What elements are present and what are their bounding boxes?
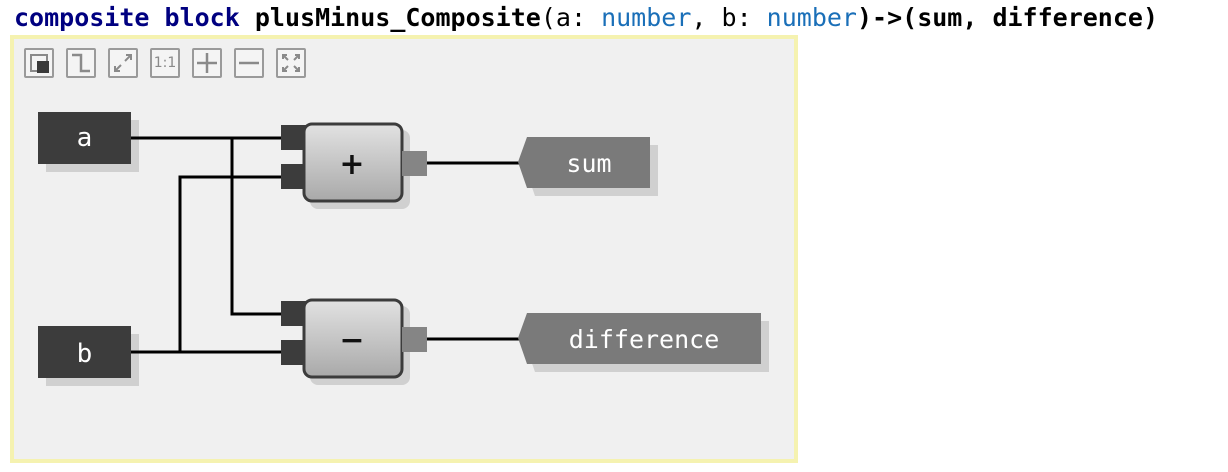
output-block-sum[interactable] <box>518 137 650 188</box>
diagram-frame <box>10 35 798 463</box>
keyword-composite: composite <box>14 3 150 32</box>
plus-input-port-1[interactable] <box>281 125 306 150</box>
input-block-a[interactable] <box>38 112 131 164</box>
wires <box>130 136 527 354</box>
input-b-label: b <box>77 339 93 369</box>
param-a-type: number <box>601 3 692 32</box>
param-separator: , <box>691 3 722 32</box>
zoom-out-icon[interactable] <box>234 48 264 78</box>
return-tuple: (sum, difference) <box>902 3 1159 32</box>
block-signature: composite block plusMinus_Composite(a: n… <box>14 2 1158 34</box>
zoom-reset-button[interactable]: 1:1 <box>150 48 180 78</box>
fit-to-screen-icon[interactable] <box>276 48 306 78</box>
minus-input-port-1[interactable] <box>281 301 306 326</box>
overview-toggle-icon[interactable] <box>24 48 54 78</box>
plus-input-port-2[interactable] <box>281 164 306 189</box>
input-block-b[interactable] <box>38 326 131 378</box>
expand-icon[interactable] <box>108 48 138 78</box>
minus-output-port[interactable] <box>402 327 427 352</box>
zoom-in-icon[interactable] <box>192 48 222 78</box>
param-a-colon: : <box>570 3 602 32</box>
wire-a-to-minus <box>230 138 282 316</box>
minus-operator-label: − <box>339 323 364 358</box>
output-difference-label: difference <box>569 325 720 354</box>
output-block-difference[interactable] <box>518 313 761 364</box>
param-b-colon: : <box>736 3 767 32</box>
plus-operator-label: + <box>339 147 364 182</box>
block-name: plusMinus_Composite <box>254 3 541 32</box>
param-a-name: a <box>555 3 571 32</box>
param-b-type: number <box>766 3 857 32</box>
minus-input-port-2[interactable] <box>281 340 306 365</box>
param-b-name: b <box>721 3 737 32</box>
plus-output-port[interactable] <box>402 151 427 176</box>
keyword-block: block <box>164 3 240 32</box>
step-mode-icon[interactable] <box>66 48 96 78</box>
open-paren: ( <box>540 3 556 32</box>
input-a-label: a <box>77 123 93 153</box>
return-arrow: )-> <box>856 3 903 32</box>
wire-b-to-plus <box>178 175 282 352</box>
output-sum-label: sum <box>566 149 611 178</box>
